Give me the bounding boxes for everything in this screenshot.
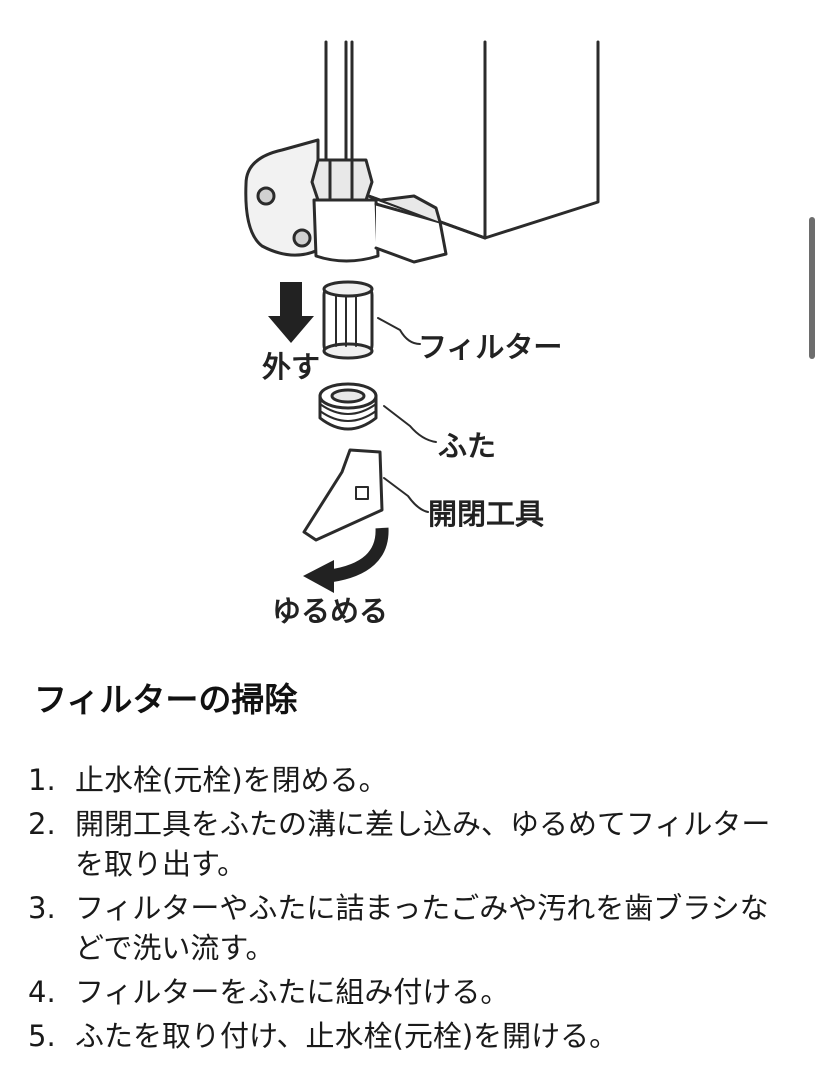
- step-text: 開閉工具をふたの溝に差し込み、ゆるめてフィルターを取り出す。: [75, 807, 771, 881]
- step-number: 2.: [28, 807, 56, 841]
- step-number: 4.: [28, 975, 56, 1009]
- section-title: フィルターの掃除: [34, 680, 298, 719]
- wall-bracket: [244, 138, 320, 257]
- list-item: 4. フィルターをふたに組み付ける。: [28, 972, 788, 1012]
- list-item: 2. 開閉工具をふたの溝に差し込み、ゆるめてフィルターを取り出す。: [28, 804, 788, 884]
- list-item: 5. ふたを取り付け、止水栓(元栓)を開ける。: [28, 1016, 788, 1056]
- cap-part: [318, 382, 378, 431]
- filter-part: [322, 280, 374, 360]
- step-text: 止水栓(元栓)を閉める。: [75, 763, 388, 797]
- loosen-label: ゆるめる: [272, 594, 388, 628]
- step-number: 5.: [28, 1019, 56, 1053]
- appliance-body: [350, 40, 600, 240]
- step-text: フィルターをふたに組み付ける。: [75, 975, 510, 1009]
- water-pipe: [324, 40, 348, 162]
- filter-diagram: 外す フィルター ふた 開閉工具 ゆるめる: [244, 40, 600, 628]
- steps-list: 1. 止水栓(元栓)を閉める。 2. 開閉工具をふたの溝に差し込み、ゆるめてフィ…: [28, 760, 788, 1060]
- down-arrow-icon: [268, 282, 314, 343]
- step-text: フィルターやふたに詰まったごみや汚れを歯ブラシなどで洗い流す。: [75, 891, 769, 965]
- step-text: ふたを取り付け、止水栓(元栓)を開ける。: [75, 1019, 619, 1053]
- filter-label: フィルター: [418, 330, 562, 364]
- leader-lines: [377, 317, 437, 513]
- step-number: 3.: [28, 891, 56, 925]
- tool-label: 開閉工具: [428, 497, 544, 531]
- valve-body: [312, 194, 448, 264]
- cap-label: ふた: [438, 429, 496, 463]
- remove-label: 外す: [262, 350, 320, 384]
- list-item: 3. フィルターやふたに詰まったごみや汚れを歯ブラシなどで洗い流す。: [28, 888, 788, 968]
- curved-arrow-icon: [303, 527, 389, 593]
- step-number: 1.: [28, 763, 56, 797]
- scrollbar[interactable]: [809, 217, 815, 359]
- hex-nut: [310, 158, 374, 202]
- opening-tool: [302, 448, 384, 542]
- list-item: 1. 止水栓(元栓)を閉める。: [28, 760, 788, 800]
